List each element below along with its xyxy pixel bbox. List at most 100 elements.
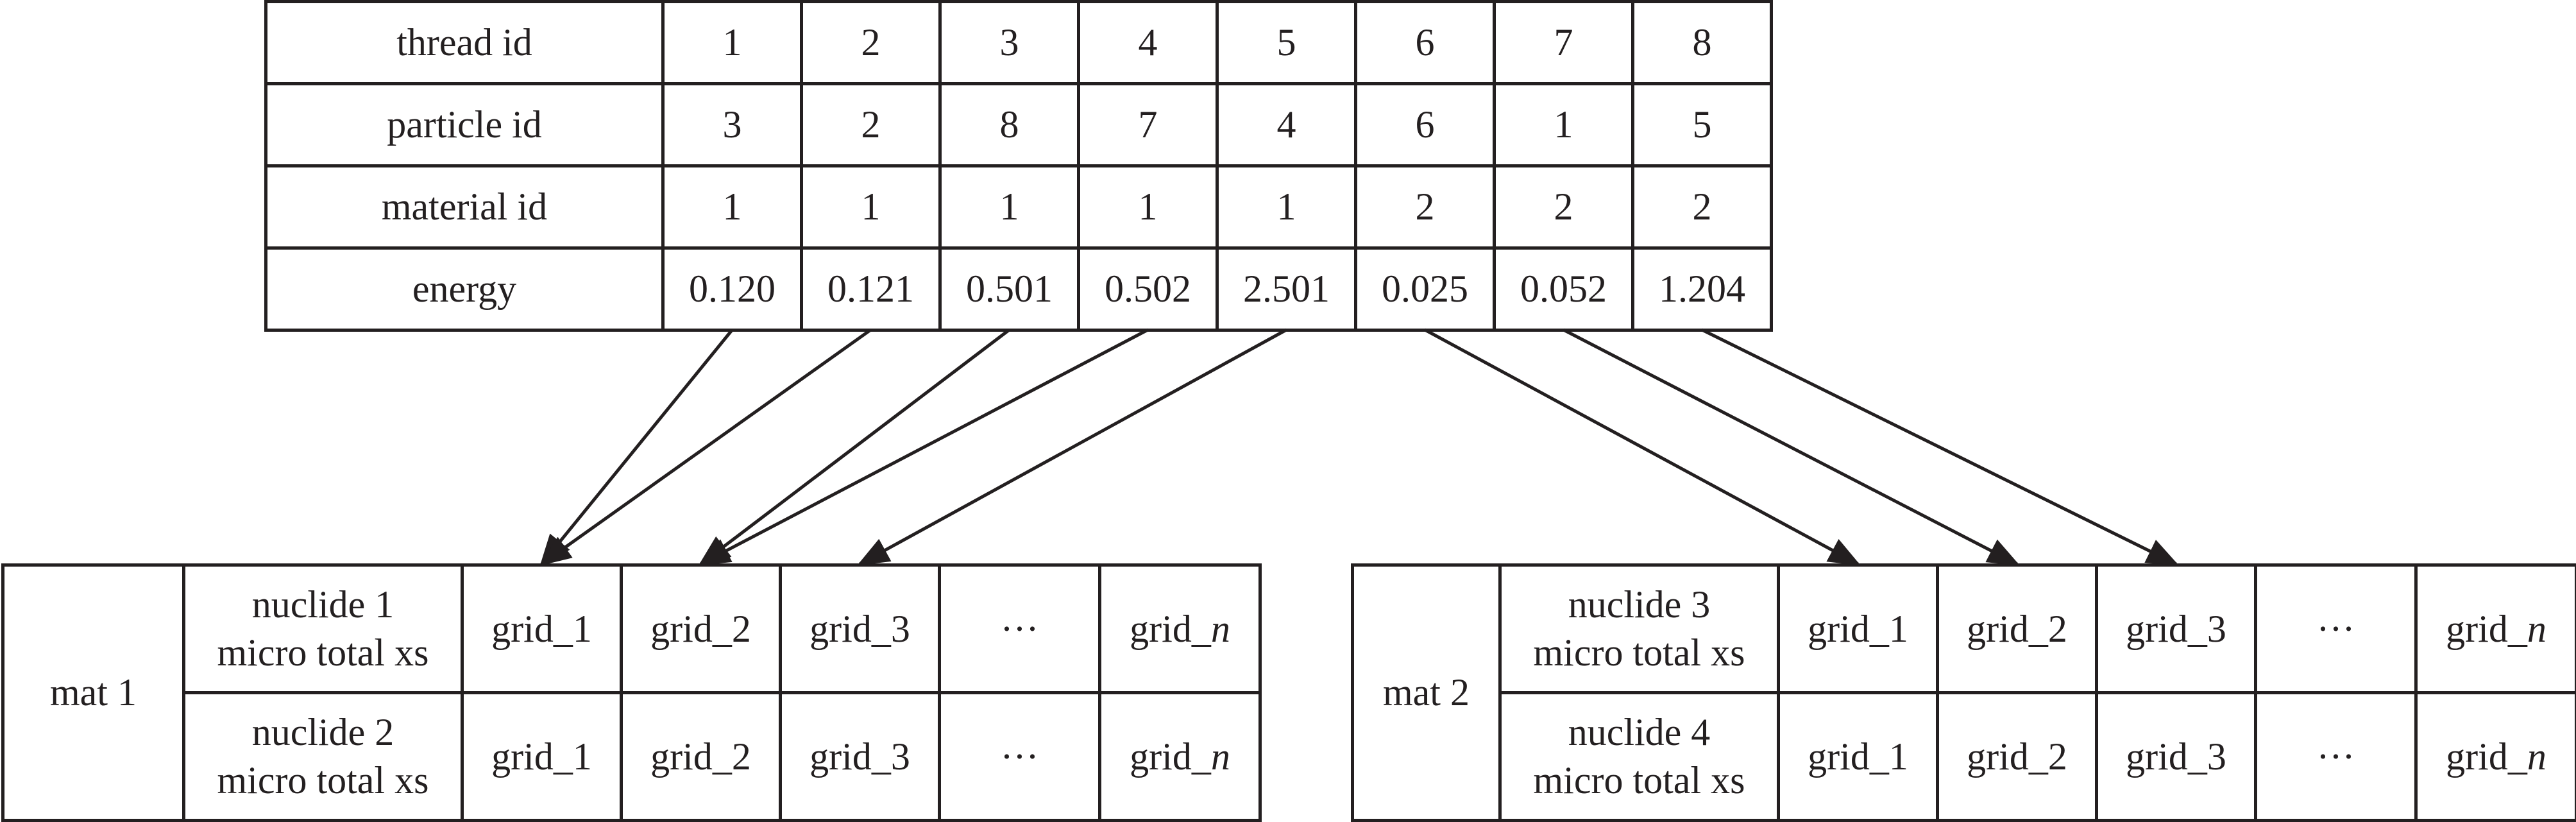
grid-cell: grid_2: [622, 693, 781, 821]
grid-prefix: grid_: [491, 735, 573, 778]
table-cell: 6: [1356, 2, 1495, 84]
grid-prefix: grid_: [1808, 608, 1889, 650]
grid-index-n: n: [1211, 735, 1230, 778]
grid-prefix: grid_: [809, 735, 891, 778]
arrow-thread-4: [701, 330, 1148, 564]
table-cell: 0.052: [1495, 248, 1633, 330]
table-cell: 8: [940, 84, 1079, 166]
ellipsis-cell: ···: [2256, 693, 2416, 821]
grid-cell: grid_1: [462, 565, 622, 693]
grid-prefix: grid_: [2446, 608, 2527, 650]
grid-prefix: grid_: [2126, 608, 2207, 650]
grid-index: 2: [732, 735, 751, 778]
grid-cell: grid_3: [781, 693, 940, 821]
grid-cell-last: grid_n: [1100, 693, 1260, 821]
table-cell: 2: [802, 84, 940, 166]
grid-index-n: n: [1211, 608, 1230, 650]
nuclide-xs-label: micro total xs: [1502, 629, 1777, 677]
ellipsis-cell: ···: [2256, 565, 2416, 693]
table-cell: 4: [1217, 84, 1356, 166]
grid-index: 1: [573, 735, 592, 778]
table-cell: 7: [1079, 84, 1217, 166]
ellipsis-cell: ···: [940, 565, 1100, 693]
table-cell: 2: [1633, 166, 1772, 248]
grid-index: 3: [2207, 735, 2226, 778]
grid-cell: grid_1: [462, 693, 622, 821]
arrow-thread-7: [1564, 330, 2017, 564]
grid-prefix: grid_: [491, 608, 573, 650]
table-cell: 3: [663, 84, 802, 166]
table-cell: 2.501: [1217, 248, 1356, 330]
grid-cell: grid_3: [2097, 565, 2256, 693]
grid-cell-last: grid_n: [2416, 565, 2576, 693]
grid-cell: grid_2: [1938, 565, 2097, 693]
table-cell: 2: [1495, 166, 1633, 248]
table-cell: 1: [802, 166, 940, 248]
grid-cell: grid_3: [781, 565, 940, 693]
table-cell: 0.502: [1079, 248, 1217, 330]
nuclide-name: nuclide 4: [1502, 708, 1777, 757]
arrow-thread-6: [1425, 330, 1858, 564]
nuclide-xs-label: micro total xs: [1502, 757, 1777, 805]
table-cell: 0.120: [663, 248, 802, 330]
table-cell: 0.025: [1356, 248, 1495, 330]
arrow-thread-1: [542, 330, 733, 564]
table-cell: 1: [663, 166, 802, 248]
ellipsis-cell: ···: [940, 693, 1100, 821]
grid-index: 1: [1889, 608, 1908, 650]
table-cell: 5: [1633, 84, 1772, 166]
grid-index: 2: [2048, 735, 2067, 778]
grid-index: 1: [1889, 735, 1908, 778]
grid-prefix: grid_: [809, 608, 891, 650]
grid-index: 3: [2207, 608, 2226, 650]
grid-cell-last: grid_n: [1100, 565, 1260, 693]
table-cell: 3: [940, 2, 1079, 84]
grid-prefix: grid_: [650, 735, 732, 778]
grid-cell: grid_1: [1779, 565, 1938, 693]
arrow-thread-2: [542, 330, 871, 564]
grid-cell-last: grid_n: [2416, 693, 2576, 821]
nuclide-xs-label: micro total xs: [185, 629, 461, 677]
grid-cell: grid_3: [2097, 693, 2256, 821]
grid-index: 3: [891, 608, 910, 650]
grid-prefix: grid_: [2446, 735, 2527, 778]
grid-index: 2: [2048, 608, 2067, 650]
grid-cell: grid_2: [1938, 693, 2097, 821]
table-cell: 6: [1356, 84, 1495, 166]
grid-index-n: n: [2527, 735, 2546, 778]
row-label: thread id: [266, 2, 663, 84]
table-cell: 0.121: [802, 248, 940, 330]
row-label: material id: [266, 166, 663, 248]
table-cell: 4: [1079, 2, 1217, 84]
nuclide-name: nuclide 2: [185, 708, 461, 757]
table-cell: 7: [1495, 2, 1633, 84]
arrow-thread-3: [701, 330, 1010, 564]
grid-cell: grid_2: [622, 565, 781, 693]
table-cell: 1: [1079, 166, 1217, 248]
grid-index: 1: [573, 608, 592, 650]
grid-prefix: grid_: [1967, 735, 2048, 778]
table-cell: 1: [663, 2, 802, 84]
row-label: particle id: [266, 84, 663, 166]
nuclide-name: nuclide 1: [185, 581, 461, 629]
table-cell: 8: [1633, 2, 1772, 84]
material-label: mat 2: [1353, 565, 1500, 821]
table-cell: 5: [1217, 2, 1356, 84]
table-cell: 2: [802, 2, 940, 84]
grid-index-n: n: [2527, 608, 2546, 650]
grid-prefix: grid_: [650, 608, 732, 650]
table-cell: 0.501: [940, 248, 1079, 330]
row-label: energy: [266, 248, 663, 330]
